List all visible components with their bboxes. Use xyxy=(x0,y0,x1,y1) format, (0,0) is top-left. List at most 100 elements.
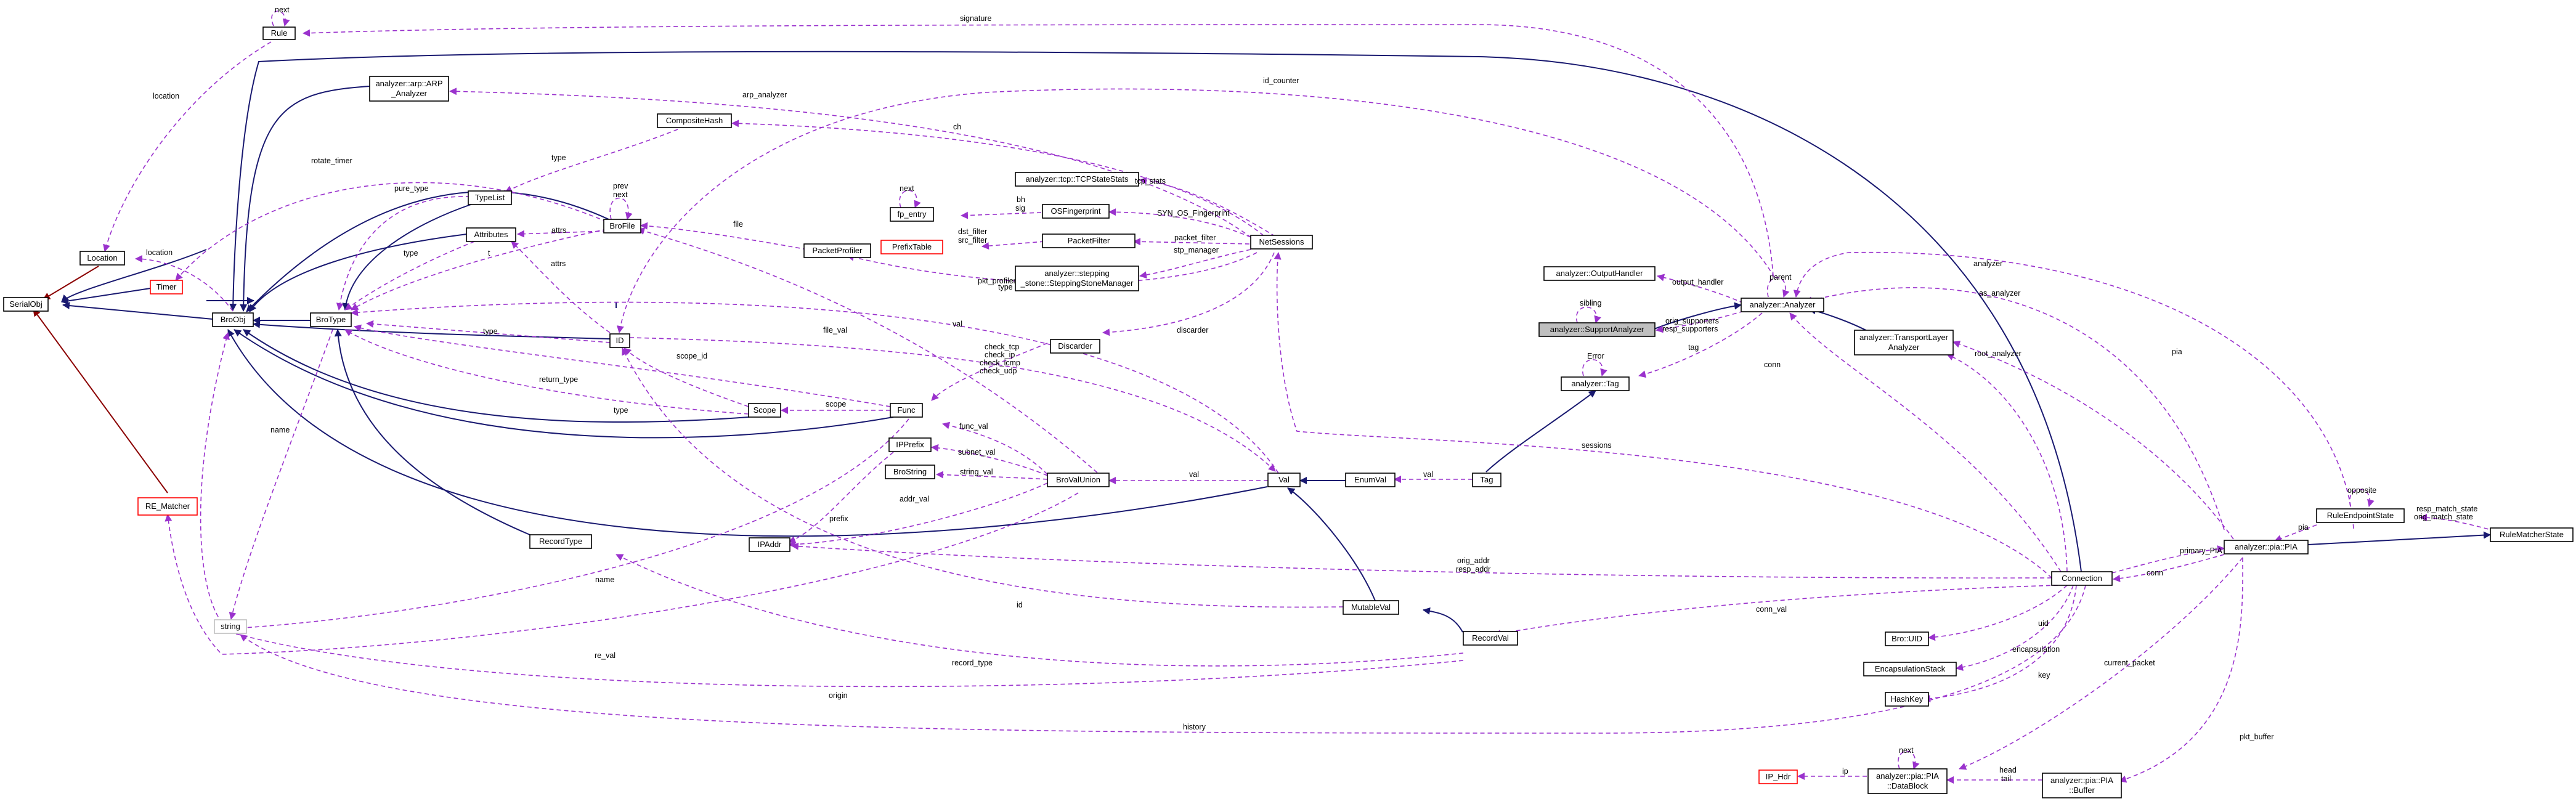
node-string[interactable]: string xyxy=(214,619,247,634)
lbl-discarder: discarder xyxy=(1177,326,1208,335)
svg-text:PacketProfiler: PacketProfiler xyxy=(813,246,863,255)
lbl-string-val: string_val xyxy=(960,468,993,476)
node-RecordType[interactable]: RecordType xyxy=(529,534,592,549)
svg-text:BroFile: BroFile xyxy=(609,221,635,230)
node-OutputHandler[interactable]: analyzer::OutputHandler xyxy=(1543,266,1656,281)
edge-ch xyxy=(731,120,1270,241)
lbl-conn: conn xyxy=(1764,360,1781,369)
node-ID[interactable]: ID xyxy=(609,333,630,348)
node-fp-entry[interactable]: fp_entry xyxy=(890,207,934,222)
node-IP-Hdr[interactable]: IP_Hdr xyxy=(1758,769,1798,784)
node-TypeList[interactable]: TypeList xyxy=(468,190,512,205)
svg-text:BroObj: BroObj xyxy=(221,315,246,324)
svg-text:Scope: Scope xyxy=(754,405,776,415)
lbl-parent: parent xyxy=(1769,273,1792,282)
node-CompositeHash[interactable]: CompositeHash xyxy=(657,113,732,128)
lbl-id: id xyxy=(1017,601,1023,609)
lbl-rotate-timer: rotate_timer xyxy=(311,156,352,165)
node-PIA-Buffer[interactable]: analyzer::pia::PIA::Buffer xyxy=(2042,773,2122,798)
edge-type-scope xyxy=(344,329,749,415)
node-RecordVal[interactable]: RecordVal xyxy=(1463,631,1518,646)
edge-discarder xyxy=(1102,252,1275,336)
node-analyzer-Tag[interactable]: analyzer::Tag xyxy=(1561,376,1630,391)
lbl-next: next xyxy=(613,190,628,199)
node-Discarder[interactable]: Discarder xyxy=(1050,339,1100,354)
node-SteppingStoneManager[interactable]: analyzer::stepping_stone::SteppingStoneM… xyxy=(1015,266,1139,291)
node-Location[interactable]: Location xyxy=(79,251,125,266)
svg-text:analyzer::Analyzer: analyzer::Analyzer xyxy=(1750,300,1816,309)
svg-text:analyzer::arp::ARP_Analyzer: analyzer::arp::ARP_Analyzer xyxy=(375,79,442,98)
edge-signature xyxy=(303,24,1774,277)
edge-current-packet xyxy=(1959,557,2243,770)
node-OSFingerprint[interactable]: OSFingerprint xyxy=(1042,204,1110,219)
node-PIA[interactable]: analyzer::pia::PIA xyxy=(2224,540,2309,554)
lbl-val: val xyxy=(953,320,962,328)
node-BroObj[interactable]: BroObj xyxy=(212,312,254,327)
node-IPAddr[interactable]: IPAddr xyxy=(749,537,790,552)
node-RE-Matcher[interactable]: RE_Matcher xyxy=(137,497,198,516)
node-PacketProfiler[interactable]: PacketProfiler xyxy=(803,243,871,258)
node-Rule[interactable]: Rule xyxy=(262,26,296,40)
node-Scope[interactable]: Scope xyxy=(748,403,781,418)
lbl-history: history xyxy=(1183,723,1206,731)
lbl-src-filter: src_filter xyxy=(958,236,987,245)
node-NetSessions[interactable]: NetSessions xyxy=(1250,235,1313,250)
svg-text:Func: Func xyxy=(898,405,916,415)
lbl-arp-analyzer: arp_analyzer xyxy=(742,91,787,99)
edge-ARP-BroObj xyxy=(240,86,370,312)
edge-record-type xyxy=(616,554,1464,667)
node-BroValUnion[interactable]: BroValUnion xyxy=(1047,473,1110,487)
edge-rotate-timer xyxy=(175,182,607,281)
node-label: analyzer::arp::ARP xyxy=(375,79,442,88)
node-Timer[interactable]: Timer xyxy=(150,280,183,294)
node-SerialObj[interactable]: SerialObj xyxy=(3,297,49,312)
node-PrefixTable[interactable]: PrefixTable xyxy=(880,240,943,254)
node-PIA-DataBlock[interactable]: analyzer::pia::PIA::DataBlock xyxy=(1867,768,1948,794)
lbl-orig-addr: orig_addr xyxy=(1457,556,1490,565)
node-RuleEndpointState[interactable]: RuleEndpointState xyxy=(2316,508,2405,523)
edge-output-handler xyxy=(1657,274,1744,304)
node-HashKey[interactable]: HashKey xyxy=(1885,692,1929,707)
node-EnumVal[interactable]: EnumVal xyxy=(1345,473,1396,487)
lbl-current-packet: current_packet xyxy=(2104,659,2155,667)
node-MutableVal[interactable]: MutableVal xyxy=(1343,600,1399,615)
node-RuleMatcherState[interactable]: RuleMatcherState xyxy=(2490,527,2574,542)
lbl-output-handler: output_handler xyxy=(1672,278,1723,286)
edge-analyzer xyxy=(1793,251,2354,529)
node-Val[interactable]: Val xyxy=(1267,473,1301,487)
lbl-id-counter: id_counter xyxy=(1263,76,1299,85)
svg-text:analyzer::pia::PIA::DataBlock: analyzer::pia::PIA::DataBlock xyxy=(1876,771,1939,790)
node-EncapsulationStack[interactable]: EncapsulationStack xyxy=(1863,662,1957,676)
node-IPPrefix[interactable]: IPPrefix xyxy=(888,437,932,452)
lbl-packet-filter: packet_filter xyxy=(1174,233,1216,242)
node-Connection[interactable]: Connection xyxy=(2051,571,2113,586)
svg-text:analyzer::SupportAnalyzer: analyzer::SupportAnalyzer xyxy=(1550,325,1644,334)
node-TCPStateStats[interactable]: analyzer::tcp::TCPStateStats xyxy=(1015,172,1139,187)
svg-text:analyzer::tcp::TCPStateStats: analyzer::tcp::TCPStateStats xyxy=(1026,174,1129,184)
node-BroType[interactable]: BroType xyxy=(310,312,352,327)
edge-RecordType-BroType xyxy=(334,329,530,535)
edge-bh-sig xyxy=(961,211,1042,219)
node-Tag[interactable]: Tag xyxy=(1472,473,1501,487)
svg-text:MutableVal: MutableVal xyxy=(1351,603,1391,612)
lbl-return-type: return_type xyxy=(539,375,578,384)
node-Bro-UID[interactable]: Bro::UID xyxy=(1885,631,1929,646)
svg-text:RuleEndpointState: RuleEndpointState xyxy=(2327,511,2394,520)
node-PacketFilter[interactable]: PacketFilter xyxy=(1042,233,1136,248)
node-SupportAnalyzer[interactable]: analyzer::SupportAnalyzer xyxy=(1538,322,1656,337)
node-Analyzer[interactable]: analyzer::Analyzer xyxy=(1741,298,1824,312)
edge-BroObj-to-SerialObj xyxy=(62,302,213,320)
node-Func[interactable]: Func xyxy=(890,403,923,418)
edge-Location-SerialObj xyxy=(43,266,99,300)
node-BroString[interactable]: BroString xyxy=(885,465,935,479)
edge-Scope-BroObj xyxy=(243,329,749,423)
edge-MutableVal-Val xyxy=(1287,487,1376,601)
node-Attributes[interactable]: Attributes xyxy=(466,227,516,242)
node-BroFile[interactable]: BroFile xyxy=(603,219,641,233)
svg-text:analyzer::pia::PIA: analyzer::pia::PIA xyxy=(2235,542,2298,551)
lbl-bh: bh xyxy=(1017,195,1025,204)
lbl-resp-match-state: resp_match_state xyxy=(2416,505,2477,513)
node-ARP-Analyzer[interactable]: analyzer::arp::ARP_Analyzer xyxy=(369,76,449,102)
